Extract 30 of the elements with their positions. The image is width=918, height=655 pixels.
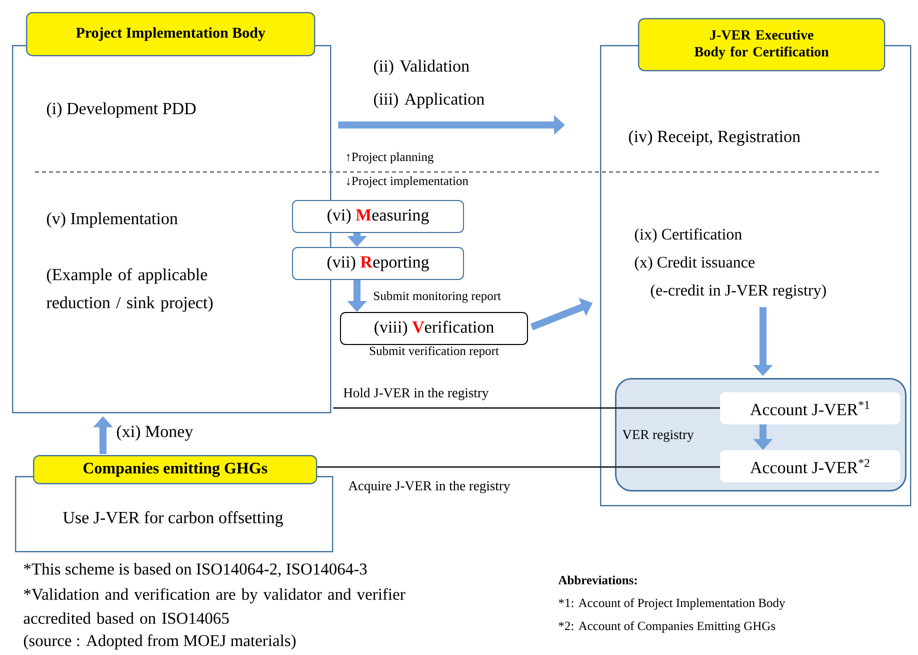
footnote: (source : Adopted from MOEJ materials) xyxy=(24,634,296,650)
note-text: ↓Project implementation xyxy=(346,176,468,188)
footnote: *Validation and verification are by validator and verifier accredited based on ISO14065 xyxy=(24,588,406,624)
note-text: ↑Project planning xyxy=(346,152,434,164)
account-box: Account J-VER$^{*2}$ xyxy=(720,450,900,482)
step-box: (vi) Measuring xyxy=(292,200,464,233)
edge-label: Hold J-VER in the registry xyxy=(342,386,490,402)
edge-label: (xi) Money xyxy=(115,424,194,442)
heading-tab: Project Implementation Body xyxy=(26,12,316,56)
edge-label: (ii) Validation (iii) Application xyxy=(372,58,496,110)
edge-label: Acquire J-VER in the registry xyxy=(347,480,512,494)
abbreviation-heading: Abbreviations: xyxy=(558,576,637,584)
connector-line xyxy=(317,466,720,468)
step-text: (v) Implementation xyxy=(46,212,178,228)
note-text: Submit verification report xyxy=(370,346,499,358)
step-text: (i) Development PDD xyxy=(46,102,196,118)
registry-label: VER registry xyxy=(622,430,694,442)
step-text: (ix) Certification (x) Credit issuance (e-credit in J-VER registry) xyxy=(634,228,826,299)
heading-tab: J-VER Executive Body for Certification xyxy=(638,18,886,72)
step-text: (iv) Receipt, Registration xyxy=(628,130,800,146)
step-box: (viii) Verification xyxy=(340,312,528,345)
step-box: (vii) Reporting xyxy=(292,247,464,280)
step-text: Use J-VER for carbon offsetting xyxy=(63,511,283,527)
step-text: (Example of applicable reduction / sink project) xyxy=(46,268,213,312)
edge-label: Submit monitoring report xyxy=(372,290,502,304)
abbreviation-text: *1: Account of Project Implementation Body xyxy=(558,598,786,610)
connector-line xyxy=(333,407,720,409)
abbreviation-text: *2: Account of Companies Emitting GHGs xyxy=(558,621,776,633)
heading-tab: Companies emitting GHGs xyxy=(33,455,318,484)
account-box: Account J-VER$^{*1}$ xyxy=(720,392,900,424)
